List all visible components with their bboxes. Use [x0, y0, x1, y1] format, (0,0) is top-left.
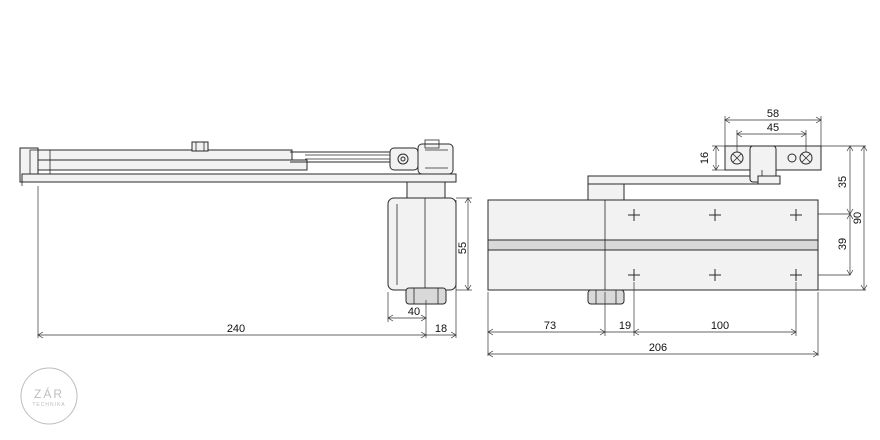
- arm-knuckle: [389, 147, 419, 171]
- arm-screw: [191, 141, 209, 152]
- arm-shaft-housing: [417, 143, 454, 175]
- dim-right-b: 19: [619, 320, 631, 332]
- zar-technika-logo: ZÁR TECHNIKA: [20, 367, 78, 425]
- closer-front-nut: [587, 289, 625, 305]
- arm-base-line: [21, 173, 457, 183]
- dim-bracket-height: 16: [699, 152, 711, 164]
- dim-bracket-outer: 58: [767, 108, 779, 120]
- shaft-column: [406, 181, 446, 201]
- left-view: 55 40 240 18: [19, 139, 472, 339]
- logo-sub: TECHNIKA: [32, 402, 65, 408]
- closer-body-side: [387, 197, 457, 291]
- dim-right-a: 73: [544, 320, 556, 332]
- dim-right-total: 206: [649, 342, 667, 354]
- mounting-holes: [628, 209, 802, 281]
- dim-right-hole-spacing: 39: [837, 238, 849, 250]
- dim-right-height-top: 35: [837, 176, 849, 188]
- logo-name: ZÁR: [34, 386, 64, 401]
- dim-left-offset: 18: [435, 323, 447, 335]
- dim-bracket-inner: 45: [767, 122, 779, 134]
- right-view: 58 45 16 35 39 90 73 19: [487, 108, 868, 358]
- dim-right-c: 100: [711, 320, 729, 332]
- dim-left-body-width: 40: [408, 306, 420, 318]
- dim-right-height-total: 90: [852, 212, 864, 224]
- dim-left-body-height: 55: [457, 242, 469, 254]
- arm-bar-lower: [21, 159, 308, 171]
- dim-left-total: 240: [227, 323, 245, 335]
- arm-bar: [21, 149, 293, 161]
- closer-body-groove: [487, 239, 819, 251]
